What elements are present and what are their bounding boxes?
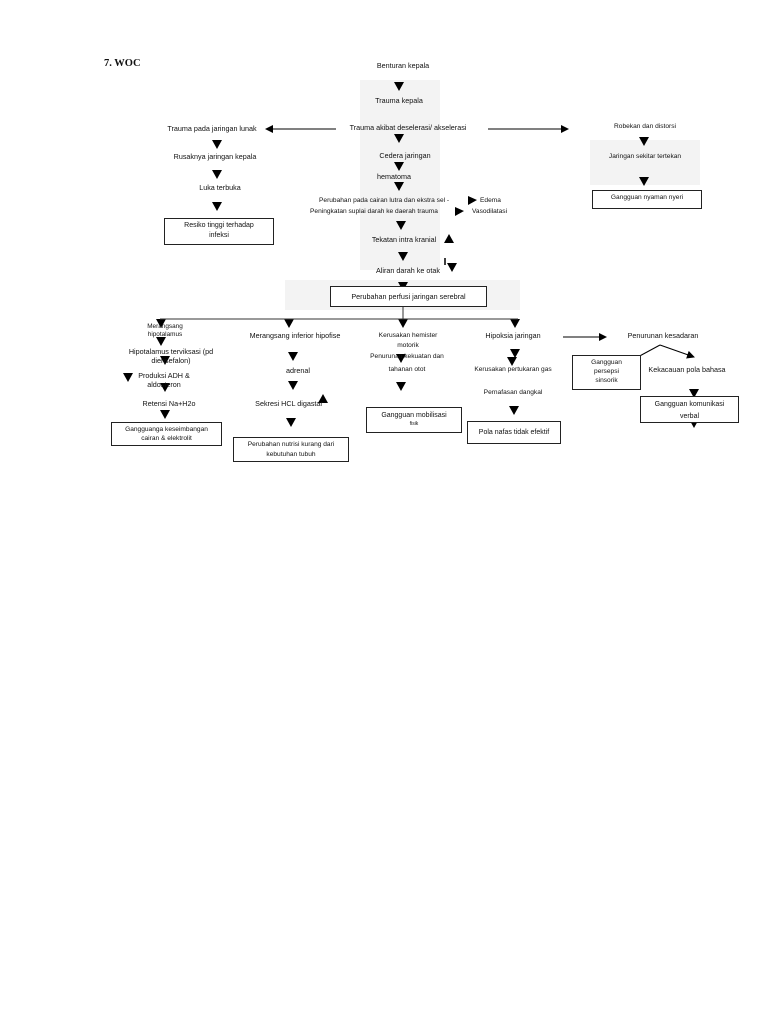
- node-perubahan-cairan: Perubahan pada cairan lutra dan ekstra s…: [319, 197, 450, 204]
- box-resiko-line2: infeksi: [209, 232, 229, 239]
- arrow-down: [160, 383, 170, 392]
- node-merangsang-hipotalamus-2: hipotalamus: [147, 331, 183, 338]
- box-perfusi-label: Perubahan perfusi jaringan serebral: [351, 292, 466, 301]
- arrow-to-kekacauan: [659, 344, 695, 359]
- arrow-down: [507, 357, 517, 366]
- box-keseimbangan-line2: cairan & elektrolit: [141, 435, 192, 442]
- arrow-down: [394, 134, 404, 143]
- box-komunikasi-line2: verbal: [679, 413, 700, 420]
- node-trauma-lunak: Trauma pada jaringan lunak: [167, 124, 257, 133]
- arrow-down: [396, 354, 406, 363]
- node-penurunan-kekuatan-1: Penurunan kekuatan dan: [370, 353, 444, 360]
- box-nutrisi: Perubahan nutrisi kurang dari kebutuhan …: [233, 437, 349, 462]
- arrow-up: [444, 234, 454, 243]
- node-jaringan-tertekan: Jaringan sekitar tertekan: [608, 153, 682, 160]
- arrow-down: [398, 319, 408, 328]
- arrow-down: [123, 373, 133, 382]
- node-luka: Luka terbuka: [199, 183, 241, 192]
- arrow-down: [212, 140, 222, 149]
- node-hipoksia: Hipoksia jaringan: [485, 331, 541, 340]
- arrow-up: [318, 394, 328, 403]
- arrow-down: [639, 137, 649, 146]
- node-produksi-1: Produksi ADH &: [138, 371, 190, 380]
- node-benturan: Benturan kepala: [376, 61, 430, 70]
- node-merangsang-hipofise: Merangsang inferior hipofise: [249, 331, 341, 340]
- box-nutrisi-line2: kebutuhan tubuh: [266, 451, 316, 458]
- arrow-down: [156, 319, 166, 328]
- box-persepsi-line2: persepsi: [594, 368, 619, 375]
- box-nutrisi-line1: Perubahan nutrisi kurang dari: [247, 441, 335, 448]
- node-tekanan: Tekatan intra kranial: [371, 235, 437, 244]
- box-keseimbangan: Gangguanga keseimbangan cairan & elektro…: [111, 422, 222, 446]
- node-vasodilatasi: Vasodilatasi: [472, 208, 508, 215]
- node-aliran: Aliran darah ke otak: [376, 266, 440, 275]
- arrow-down: [394, 82, 404, 91]
- arrow-down: [286, 418, 296, 427]
- node-kerusakan-gas: Kerusakan pertukaran gas: [474, 366, 552, 373]
- node-edema: Edema: [480, 197, 501, 204]
- box-mobilisasi: Gangguan mobilisasi fisik: [366, 407, 462, 433]
- box-pola-nafas-label: Pola nafas tidak efektif: [478, 429, 550, 436]
- arrow-down: [394, 182, 404, 191]
- arrow-down: [284, 319, 294, 328]
- box-komunikasi: Gangguan komunikasi verbal: [640, 396, 739, 423]
- arrow-down: [510, 349, 520, 358]
- node-retensi: Retensi Na+H2o: [142, 399, 196, 408]
- node-hipotalamus-1: Hipotalamus terviksasi (pd: [128, 347, 214, 356]
- arrow-down: [156, 337, 166, 346]
- arrow-down: [212, 170, 222, 179]
- arrow-down: [212, 202, 222, 211]
- arrow-down: [288, 352, 298, 361]
- node-kerusakan-hemister-1: Kerusakan hemister: [378, 332, 438, 339]
- node-kerusakan-hemister-2: motorik: [397, 342, 419, 349]
- node-penurunan-kesadaran: Penurunan kesadaran: [627, 331, 699, 340]
- arrow-down: [509, 406, 519, 415]
- box-persepsi-line3: sinsorik: [595, 377, 618, 384]
- box-nyeri-label: Gangguan nyaman nyeri: [610, 194, 684, 201]
- node-produksi-2: aldosteron: [147, 380, 181, 389]
- box-persepsi-line1: Gangguan: [591, 359, 622, 366]
- node-merangsang-hipotalamus-1: Merangsang: [147, 323, 183, 330]
- arrow-down: [447, 263, 457, 272]
- arrow-right: [455, 207, 464, 216]
- box-resiko-line1: Resiko tinggi terhadap: [184, 222, 254, 229]
- box-resiko: Resiko tinggi terhadap infeksi: [164, 218, 274, 245]
- box-mobilisasi-line2: fisik: [409, 421, 419, 427]
- box-persepsi: Gangguan persepsi sinsorik: [572, 355, 641, 390]
- arrow-down: [394, 162, 404, 171]
- box-nyeri: Gangguan nyaman nyeri: [592, 190, 702, 209]
- box-perfusi: Perubahan perfusi jaringan serebral: [330, 286, 487, 307]
- node-sekresi: Sekresi HCL digastar: [255, 399, 323, 408]
- arrow-down: [510, 319, 520, 328]
- arrow-down: [396, 382, 406, 391]
- node-cedera: Cedera jaringan: [379, 151, 431, 160]
- node-trauma-kepala: Trauma kepala: [375, 96, 423, 105]
- arrow-down: [288, 381, 298, 390]
- arrow-down: [160, 356, 170, 365]
- box-keseimbangan-line1: Gangguanga keseimbangan: [125, 426, 208, 433]
- section-heading: 7. WOC: [104, 58, 141, 69]
- node-hipotalamus-2: diensefalon): [151, 356, 191, 365]
- box-mobilisasi-line1: Gangguan mobilisasi: [381, 412, 447, 419]
- center-shading: [360, 80, 440, 270]
- node-kekacauan: Kekacauan pola bahasa: [648, 365, 726, 374]
- arrow-down: [639, 177, 649, 186]
- arrow-down: [160, 410, 170, 419]
- node-peningkatan-suplai: Peningkatan suplai darah ke daerah traum…: [310, 208, 438, 215]
- arrow-down: [689, 389, 699, 398]
- node-trauma-akibat: Trauma akibat deselerasi/ akselerasi: [349, 123, 467, 132]
- arrow-down: [396, 221, 406, 230]
- box-komunikasi-line1: Gangguan komunikasi: [654, 401, 725, 408]
- node-hematoma: hematoma: [377, 172, 411, 181]
- arrow-right: [468, 196, 477, 205]
- node-rusaknya: Rusaknya jaringan kepala: [173, 152, 257, 161]
- box-pola-nafas: Pola nafas tidak efektif: [467, 421, 561, 444]
- node-penurunan-kekuatan-2: tahanan otot: [388, 366, 426, 373]
- node-robekan: Robekan dan distorsi: [614, 123, 676, 130]
- node-pernafasan: Pernafasan dangkal: [483, 389, 543, 396]
- arrow-down: [398, 252, 408, 261]
- node-adrenal: adrenal: [286, 366, 310, 375]
